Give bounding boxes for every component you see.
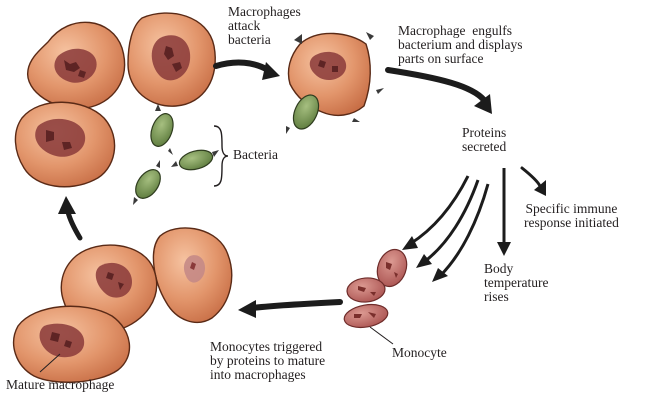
monocyte-2 [346, 276, 386, 303]
label-specific-immune: Specific immune response initiated [524, 202, 619, 230]
bacterium-2 [171, 147, 219, 173]
label-macrophages-attack: Macrophages attack bacteria [228, 5, 301, 47]
label-engulfs: Macrophage engulfs bacterium and display… [398, 24, 522, 66]
label-body-temperature: Body temperature rises [484, 262, 548, 304]
label-proteins-secreted: Proteins secreted [462, 126, 506, 154]
monocyte-pointer [370, 327, 393, 344]
mature-macrophage-cell-upper [153, 228, 231, 322]
bacterium-1 [147, 104, 177, 155]
arrow-to-proteins [388, 70, 492, 114]
macrophage-cell-top-left [28, 22, 125, 108]
mature-macrophage-cell-lower [14, 306, 130, 382]
bacterium-3 [131, 160, 166, 205]
arrow-to-body-temperature [497, 168, 511, 256]
arrows-to-monocytes [402, 176, 488, 282]
macrophage-cell-top-center [128, 13, 215, 106]
arrow-to-attack [216, 62, 280, 80]
bacteria-brace [214, 126, 228, 186]
arrow-to-specific-immune [522, 168, 546, 196]
monocyte-3 [342, 301, 389, 330]
macrophage-attacking-cell [286, 32, 384, 134]
label-monocytes-triggered: Monocytes triggered by proteins to matur… [210, 340, 325, 382]
arrow-back-to-cluster [58, 196, 80, 238]
label-bacteria: Bacteria [233, 148, 278, 162]
label-monocyte: Monocyte [392, 346, 447, 360]
label-mature-macrophage: Mature macrophage [6, 378, 114, 392]
arrow-to-mature-macrophages [238, 300, 340, 318]
macrophage-cell-left [15, 102, 114, 187]
